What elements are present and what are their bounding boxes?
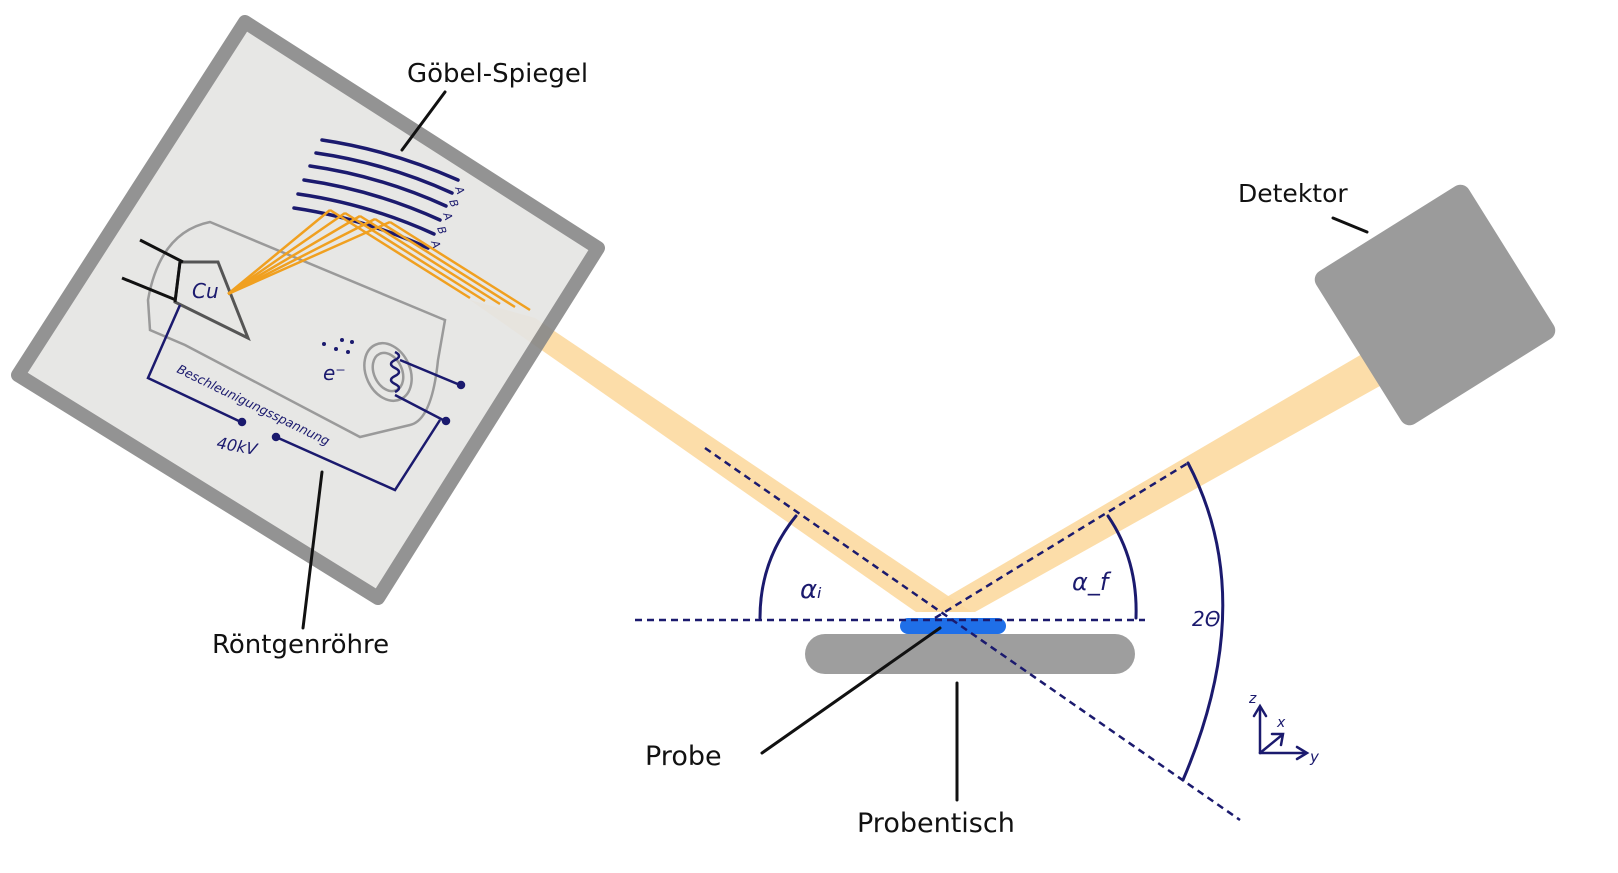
axis-x-label: x	[1276, 715, 1286, 731]
detector-leader	[1331, 216, 1369, 234]
alpha-i-arc	[758, 514, 798, 620]
alpha-i-label: αᵢ	[800, 575, 822, 605]
xray-tube-housing	[11, 15, 605, 605]
mirror-layer-3: A	[440, 210, 455, 222]
reflected-line	[934, 461, 1189, 620]
detector-label: Detektor	[1238, 179, 1348, 208]
sample-stage	[805, 634, 1135, 674]
angle-arcs	[758, 461, 1225, 782]
two-theta-arc	[1181, 461, 1225, 782]
alpha-f-label: α_f	[1072, 568, 1112, 596]
mirror-layer-1: A	[452, 184, 467, 196]
xray-tube-leader	[301, 470, 324, 630]
detector	[1314, 184, 1556, 426]
cathode-filament	[389, 350, 466, 426]
sample	[900, 618, 1006, 634]
goebel-mirror-label: Göbel-Spiegel	[407, 59, 588, 89]
sample-leader	[760, 626, 942, 755]
coordinate-axes	[1252, 703, 1310, 761]
reference-lines	[635, 446, 1241, 822]
xray-rays	[227, 208, 531, 312]
incident-extension-line	[704, 446, 1241, 822]
xray-beams	[470, 300, 1405, 612]
voltage-circuit	[146, 304, 442, 492]
goebel-leader	[400, 90, 447, 152]
two-theta-label: 2Θ	[1192, 607, 1221, 631]
axis-y-label: y	[1309, 748, 1320, 766]
mirror-layer-4: B	[434, 225, 449, 237]
leader-lines	[301, 90, 1369, 802]
electron-label: e⁻	[323, 361, 346, 385]
xray-tube-label: Röntgenröhre	[212, 630, 389, 660]
anode-label: Cu	[192, 279, 219, 303]
alpha-f-arc	[1106, 514, 1138, 620]
mirror-layer-2: B	[446, 198, 461, 210]
sample-stage-label: Probentisch	[857, 808, 1015, 839]
axis-z-label: z	[1248, 691, 1257, 707]
incident-beam	[470, 300, 972, 612]
reflected-beam	[921, 340, 1405, 612]
cu-anode: Cu	[121, 238, 251, 342]
electron-marker: e⁻	[322, 338, 354, 385]
sample-label: Probe	[645, 741, 722, 772]
